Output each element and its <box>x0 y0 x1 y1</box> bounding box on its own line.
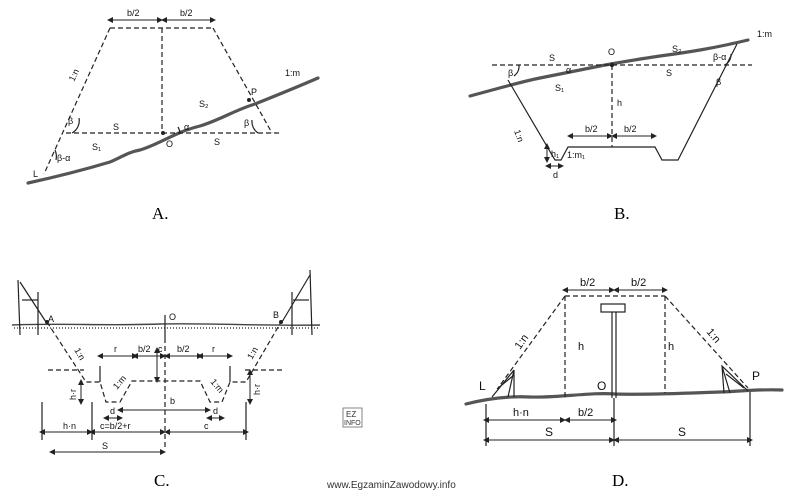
label: O <box>166 139 173 149</box>
label: β <box>68 116 73 126</box>
label: 1:n <box>704 326 723 345</box>
label: b/2 <box>138 344 151 354</box>
label: 1:n <box>67 67 81 83</box>
label: b/2 <box>180 8 193 18</box>
label: b/2 <box>624 124 637 134</box>
watermark-text: www.EgzaminZawodowy.info <box>326 480 456 491</box>
label: h <box>668 341 674 353</box>
label: L <box>479 379 486 393</box>
terrain-line-b <box>468 38 750 98</box>
label: h₁ <box>551 149 559 159</box>
label: S₂ <box>199 99 209 109</box>
label: B <box>273 310 279 320</box>
label: b/2 <box>631 277 646 289</box>
label: S₂ <box>672 44 682 54</box>
label: 1:n <box>72 346 87 362</box>
label: β-α <box>57 153 70 163</box>
label: S <box>549 53 555 63</box>
watermark-badge-top: EZ <box>346 410 356 419</box>
panel-c: A O B 1:n 1:n r b/2 c b/2 r 1:m 1:m h·r … <box>11 269 321 490</box>
label: S₁ <box>92 142 101 152</box>
label: P <box>752 369 760 383</box>
label: b/2 <box>127 8 140 18</box>
label: β <box>716 77 721 87</box>
label: O <box>597 379 606 393</box>
label: b/2 <box>578 407 593 419</box>
label: h·n <box>513 407 529 419</box>
label: c=b/2+r <box>100 421 131 431</box>
label: h·r <box>252 384 262 395</box>
label: d <box>213 406 218 416</box>
label: 1:m <box>285 68 300 78</box>
label: 1:n <box>245 345 260 361</box>
label: L <box>33 169 38 179</box>
label: S₁ <box>555 83 564 93</box>
label: A <box>48 314 54 324</box>
caption-c: C. <box>154 471 170 490</box>
label: β-α <box>713 52 726 62</box>
label: 1:n <box>513 332 532 351</box>
caption-b: B. <box>614 204 630 223</box>
panel-b: 1:m S O S₂ β-α β α S β S₁ h 1:n b/2 b/2 … <box>468 29 772 223</box>
label: c <box>204 421 209 431</box>
label: 1:m₁ <box>567 150 585 160</box>
label: 1:m <box>757 29 772 39</box>
label: O <box>608 47 615 57</box>
label: α <box>184 122 189 132</box>
label: 1:n <box>512 128 526 143</box>
label: d <box>110 406 115 416</box>
label: S <box>113 122 119 132</box>
label: 1:m <box>208 377 225 395</box>
terrain-line-c <box>11 323 321 326</box>
label: β <box>244 118 249 128</box>
label: h·r <box>68 389 78 400</box>
panel-a: b/2 b/2 1:n 1:m P S₂ β S α O S β S₁ β-α … <box>26 8 320 223</box>
label: α <box>566 65 571 75</box>
label: 1:m <box>111 373 128 391</box>
label: O <box>169 312 176 322</box>
label: d <box>553 170 558 180</box>
label: b/2 <box>585 124 598 134</box>
label: S <box>214 137 220 147</box>
label: S <box>666 68 672 78</box>
label: h·n <box>63 421 76 431</box>
label: b <box>170 396 175 406</box>
label: b/2 <box>580 277 595 289</box>
watermark: EZ INFO www.EgzaminZawodowy.info <box>326 407 456 491</box>
watermark-badge-bottom: INFO <box>344 420 361 427</box>
label: S <box>678 425 686 439</box>
label: h <box>578 341 584 353</box>
terrain-line-a <box>26 76 320 185</box>
label: S <box>102 441 108 451</box>
label: h <box>617 98 622 108</box>
caption-a: A. <box>152 204 169 223</box>
label: P <box>251 87 257 97</box>
panel-d: b/2 b/2 1:n 1:n h h L O P h·n b/2 S S D. <box>464 277 784 490</box>
label: b/2 <box>177 344 190 354</box>
label: r <box>114 344 117 354</box>
label: β <box>508 68 513 78</box>
caption-d: D. <box>612 471 629 490</box>
label: r <box>212 344 215 354</box>
label: S <box>545 425 553 439</box>
label: c <box>158 344 163 354</box>
